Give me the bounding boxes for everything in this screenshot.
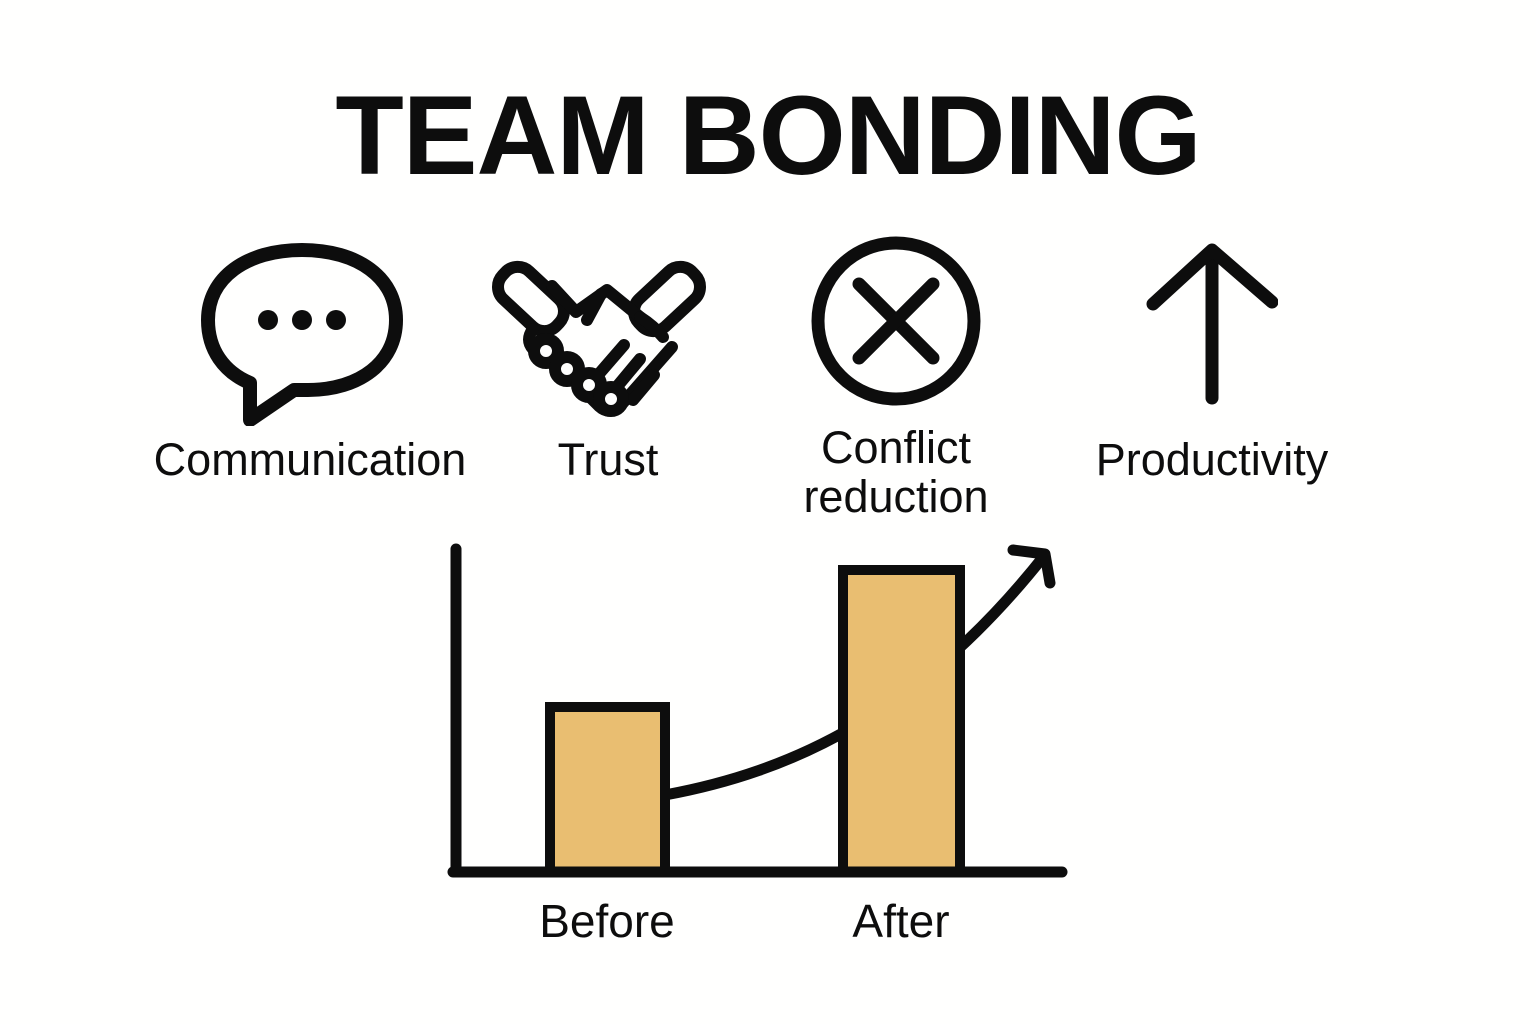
feature-label-conflict-reduction: Conflict reduction [803, 422, 989, 522]
bar-label-after: After [852, 895, 950, 947]
speech-dots [258, 310, 346, 330]
bar-after [838, 565, 965, 877]
feature-label-trust: Trust [557, 434, 659, 485]
handshake-icon [492, 260, 706, 417]
feature-label-productivity: Productivity [1095, 434, 1329, 485]
before-after-bar-chart [447, 543, 1068, 878]
crossed-circle-icon [811, 236, 981, 406]
page-title: TEAM BONDING [335, 73, 1201, 198]
bar-label-before: Before [539, 895, 675, 947]
chart-axes [447, 543, 1068, 878]
speech-bubble-icon [201, 243, 403, 426]
bar-before [545, 702, 670, 877]
feature-label-communication: Communication [153, 434, 467, 485]
arrow-up-icon [1146, 243, 1278, 405]
